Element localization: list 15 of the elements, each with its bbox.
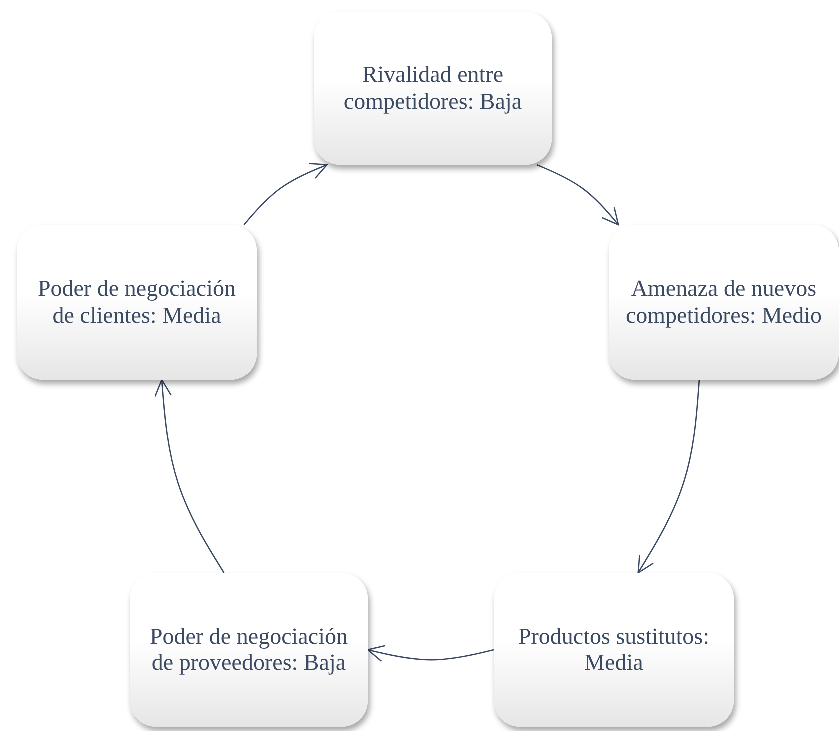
arrow xyxy=(638,380,700,574)
process-box xyxy=(494,573,734,727)
process-box xyxy=(130,573,368,727)
arrow xyxy=(536,164,620,226)
box-label: Productos sustitutos: Media xyxy=(517,624,711,676)
process-box xyxy=(609,225,839,380)
box-label: Amenaza de nuevos competidores: Medio xyxy=(624,276,824,329)
box-label: Poder de negociación de proveedores: Baja xyxy=(149,624,349,676)
box-label: Poder de negociación de clientes: Media xyxy=(37,276,237,329)
arrow xyxy=(154,379,225,574)
process-box xyxy=(17,225,257,380)
arrow xyxy=(244,163,328,226)
process-box xyxy=(314,12,552,165)
box-label: Rivalidad entre competidores: Baja xyxy=(342,62,524,115)
arrow xyxy=(367,645,494,662)
